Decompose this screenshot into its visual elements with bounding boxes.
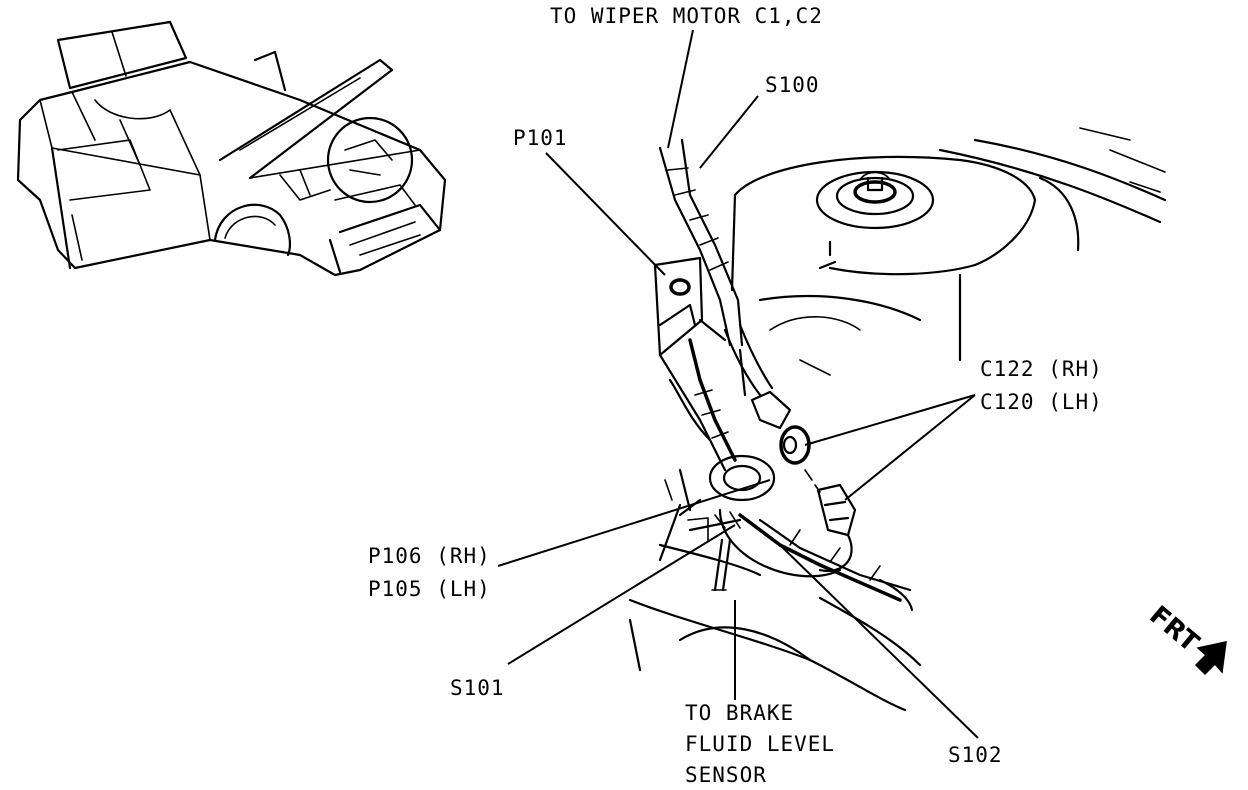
label-p106: P106 (RH) [368, 544, 491, 568]
labels: TO WIPER MOTOR C1,C2 S100 P101 C122 (RH)… [368, 4, 1103, 787]
fender-apron [738, 127, 1167, 397]
leader-lines [497, 29, 979, 739]
label-brake-line2: FLUID LEVEL [685, 732, 835, 756]
vehicle-locator-icon [16, 20, 447, 277]
label-p101: P101 [513, 126, 568, 150]
label-brake-line3: SENSOR [685, 763, 767, 787]
frt-label: FRT [1144, 600, 1205, 658]
label-s101: S101 [450, 676, 505, 700]
front-direction-arrow-icon: FRT [1144, 600, 1227, 676]
label-c120: C120 (LH) [980, 390, 1103, 414]
label-wiper-motor: TO WIPER MOTOR C1,C2 [550, 4, 823, 28]
label-s100: S100 [765, 73, 820, 97]
label-brake-line1: TO BRAKE [685, 701, 794, 725]
label-s102: S102 [948, 743, 1003, 767]
label-c122: C122 (RH) [980, 357, 1103, 381]
label-p105: P105 (LH) [368, 577, 491, 601]
cowl-panel [653, 256, 727, 472]
strut-tower [730, 155, 1037, 362]
